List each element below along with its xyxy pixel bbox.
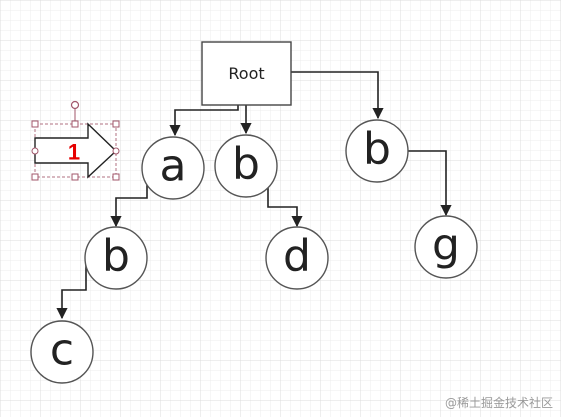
edge-b-right-g[interactable] xyxy=(408,150,452,217)
node-a-label: a xyxy=(160,141,187,192)
edge-b-left-c[interactable] xyxy=(56,258,87,320)
root-label: Root xyxy=(228,64,264,83)
node-b-mid-circle[interactable] xyxy=(214,134,278,198)
node-a-circle[interactable] xyxy=(141,136,205,200)
node-c-circle[interactable] xyxy=(30,320,94,384)
resize-handle-se[interactable] xyxy=(112,173,120,181)
connect-handle-w[interactable] xyxy=(31,147,39,155)
resize-handle-nw[interactable] xyxy=(31,120,39,128)
connect-handle-e[interactable] xyxy=(112,147,120,155)
node-b-mid-label: b xyxy=(232,139,260,190)
node-b-right-circle[interactable] xyxy=(345,119,409,183)
resize-handle-ne[interactable] xyxy=(112,120,120,128)
node-g[interactable]: g xyxy=(414,215,478,279)
selected-arrow-shape[interactable]: 1 xyxy=(31,100,120,181)
rotate-handle[interactable] xyxy=(70,100,80,110)
node-c-label: c xyxy=(50,325,74,376)
watermark: @稀土掘金技术社区 xyxy=(444,396,553,410)
node-b-right[interactable]: b xyxy=(345,119,409,183)
node-d[interactable]: d xyxy=(265,226,329,290)
resize-handle-n[interactable] xyxy=(71,120,79,128)
edge-b-mid-d[interactable] xyxy=(267,185,303,228)
node-d-label: d xyxy=(283,231,311,282)
node-a[interactable]: a xyxy=(141,136,205,200)
resize-handle-s[interactable] xyxy=(71,173,79,181)
node-g-circle[interactable] xyxy=(414,215,478,279)
node-b-right-label: b xyxy=(363,124,391,175)
resize-handle-sw[interactable] xyxy=(31,173,39,181)
node-b-left-circle[interactable] xyxy=(84,226,148,290)
node-g-label: g xyxy=(432,220,460,271)
edge-root-a[interactable] xyxy=(169,105,239,137)
edge-root-b-right[interactable] xyxy=(291,71,384,120)
node-b-mid[interactable]: b xyxy=(214,134,278,198)
node-b-left[interactable]: b xyxy=(84,226,148,290)
node-b-left-label: b xyxy=(102,231,130,282)
right-arrow-icon[interactable] xyxy=(34,122,118,179)
node-d-circle[interactable] xyxy=(265,226,329,290)
root-node[interactable]: Root xyxy=(201,41,292,106)
node-c[interactable]: c xyxy=(30,320,94,384)
root-box[interactable] xyxy=(201,41,292,106)
arrow-label: 1 xyxy=(68,140,80,165)
